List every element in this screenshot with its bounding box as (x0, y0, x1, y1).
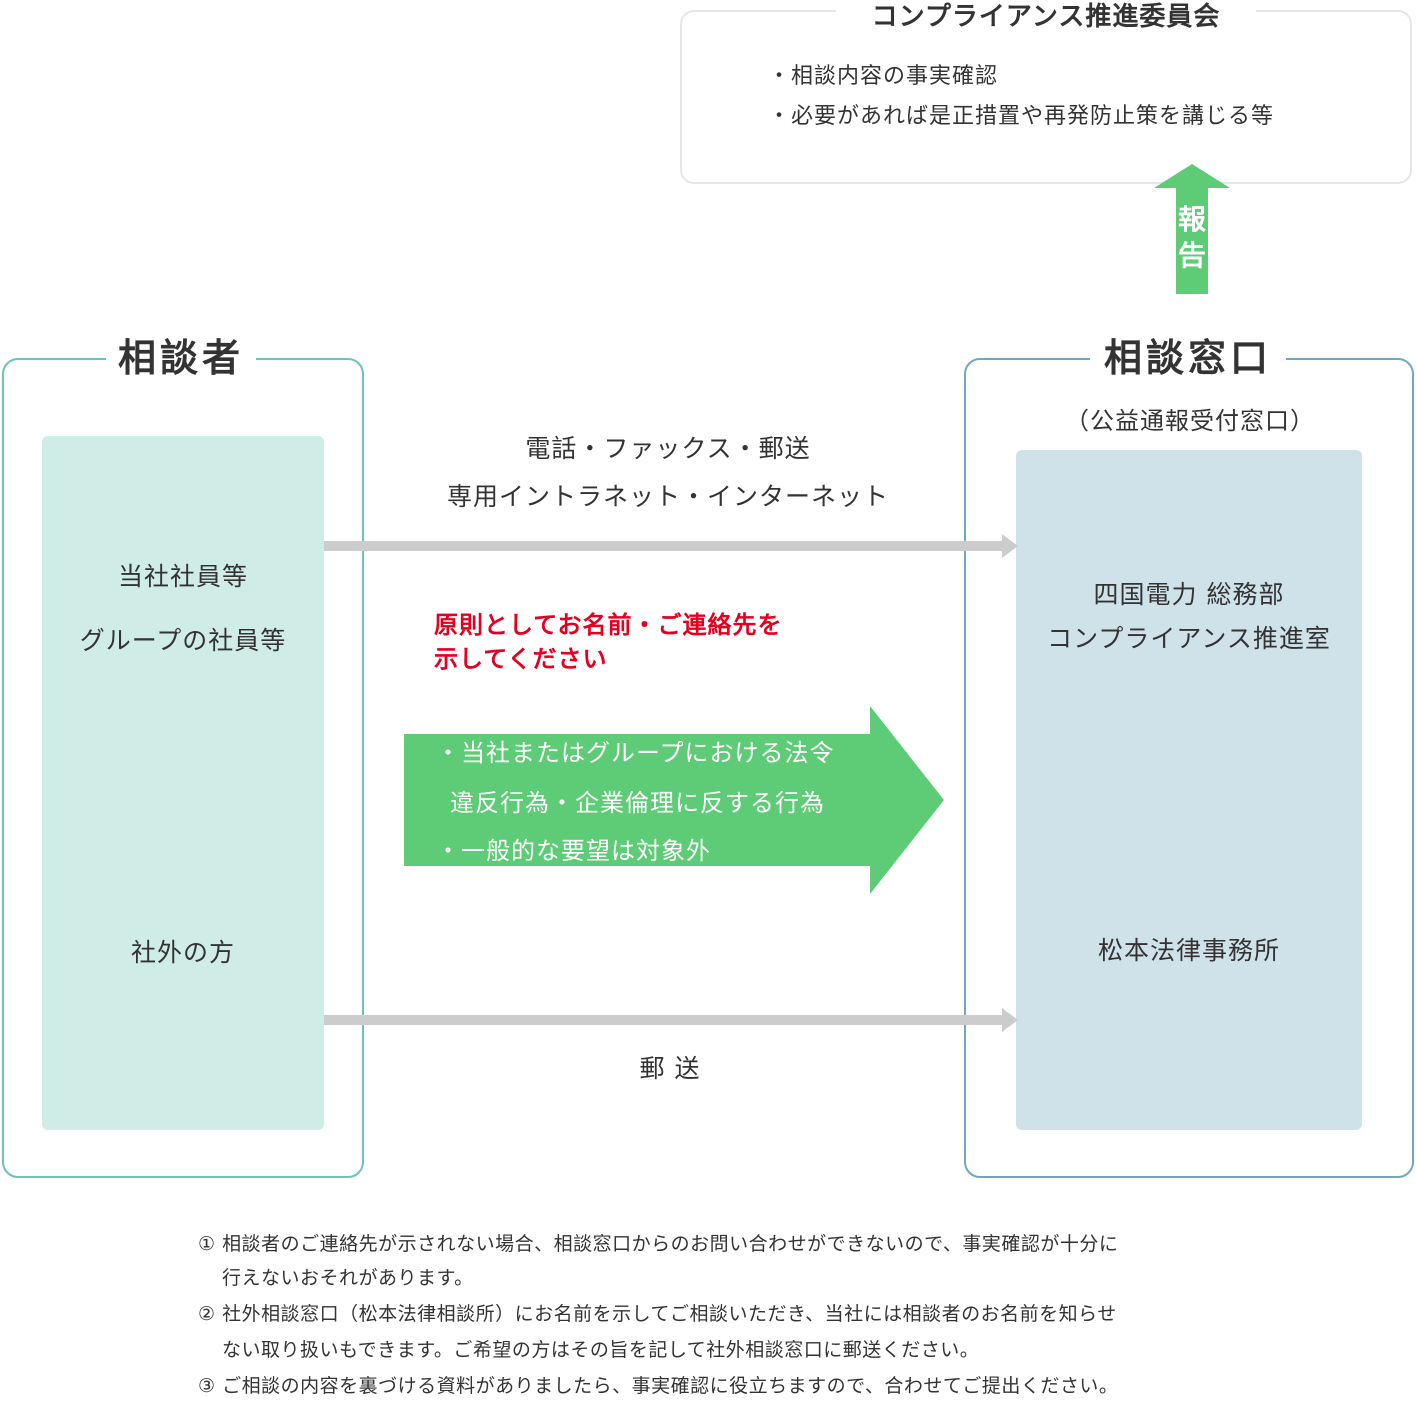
notice-line2: 示してください (434, 645, 608, 673)
channel-bottom: 郵 送 (639, 1054, 701, 1083)
footnote-3: ③ ご相談の内容を裏づける資料がありましたら、事実確認に役立ちますので、合わせて… (198, 1375, 1119, 1397)
footnote-2-line1: ② 社外相談窓口（松本法律相談所）にお名前を示してご相談いただき、当社には相談者… (198, 1303, 1117, 1325)
report-label-char-1: 報 (1177, 203, 1206, 236)
committee-box (680, 10, 1412, 184)
committee-title: コンプライアンス推進委員会 (836, 0, 1256, 34)
consulter-external: 社外の方 (130, 938, 235, 967)
scope-line2: 違反行為・企業倫理に反する行為 (450, 789, 825, 817)
report-arrow-icon (1154, 164, 1230, 294)
channel-top-arrow-icon (324, 534, 1018, 558)
consulter-title: 相談者 (106, 334, 256, 382)
channel-top-line1: 電話・ファックス・郵送 (525, 434, 811, 463)
footnote-2-line2: ない取り扱いもできます。ご希望の方はその旨を記して社外相談窓口に郵送ください。 (222, 1339, 980, 1361)
desk-internal-dept: 四国電力 総務部 (1093, 580, 1285, 609)
footnote-1-line2: 行えないおそれがあります。 (222, 1267, 474, 1289)
channel-bottom-arrow-icon (324, 1008, 1018, 1032)
report-label-char-2: 告 (1177, 239, 1206, 272)
consulter-panel (42, 436, 324, 1130)
committee-item-2: ・必要があれば是正措置や再発防止策を講じる等 (768, 104, 1275, 129)
desk-internal-office: コンプライアンス推進室 (1047, 624, 1331, 653)
scope-line1: ・当社またはグループにおける法令 (436, 739, 835, 767)
consulter-group-employees: グループの社員等 (79, 626, 287, 655)
desk-title: 相談窓口 (1090, 334, 1286, 382)
desk-panel (1016, 450, 1362, 1130)
scope-arrow-icon (404, 706, 944, 894)
scope-line3: ・一般的な要望は対象外 (436, 837, 711, 865)
notice-line1: 原則としてお名前・ご連絡先を (434, 611, 783, 639)
report-label: 報 告 (1170, 202, 1214, 274)
consulter-employees: 当社社員等 (117, 562, 248, 591)
desk-external-law-office: 松本法律事務所 (1097, 936, 1280, 965)
footnote-1-line1: ① 相談者のご連絡先が示されない場合、相談窓口からのお問い合わせができないので、… (198, 1233, 1119, 1255)
desk-subtitle: （公益通報受付窓口） (1065, 407, 1315, 435)
channel-top-line2: 専用イントラネット・インターネット (446, 482, 889, 511)
committee-item-1: ・相談内容の事実確認 (768, 64, 999, 89)
